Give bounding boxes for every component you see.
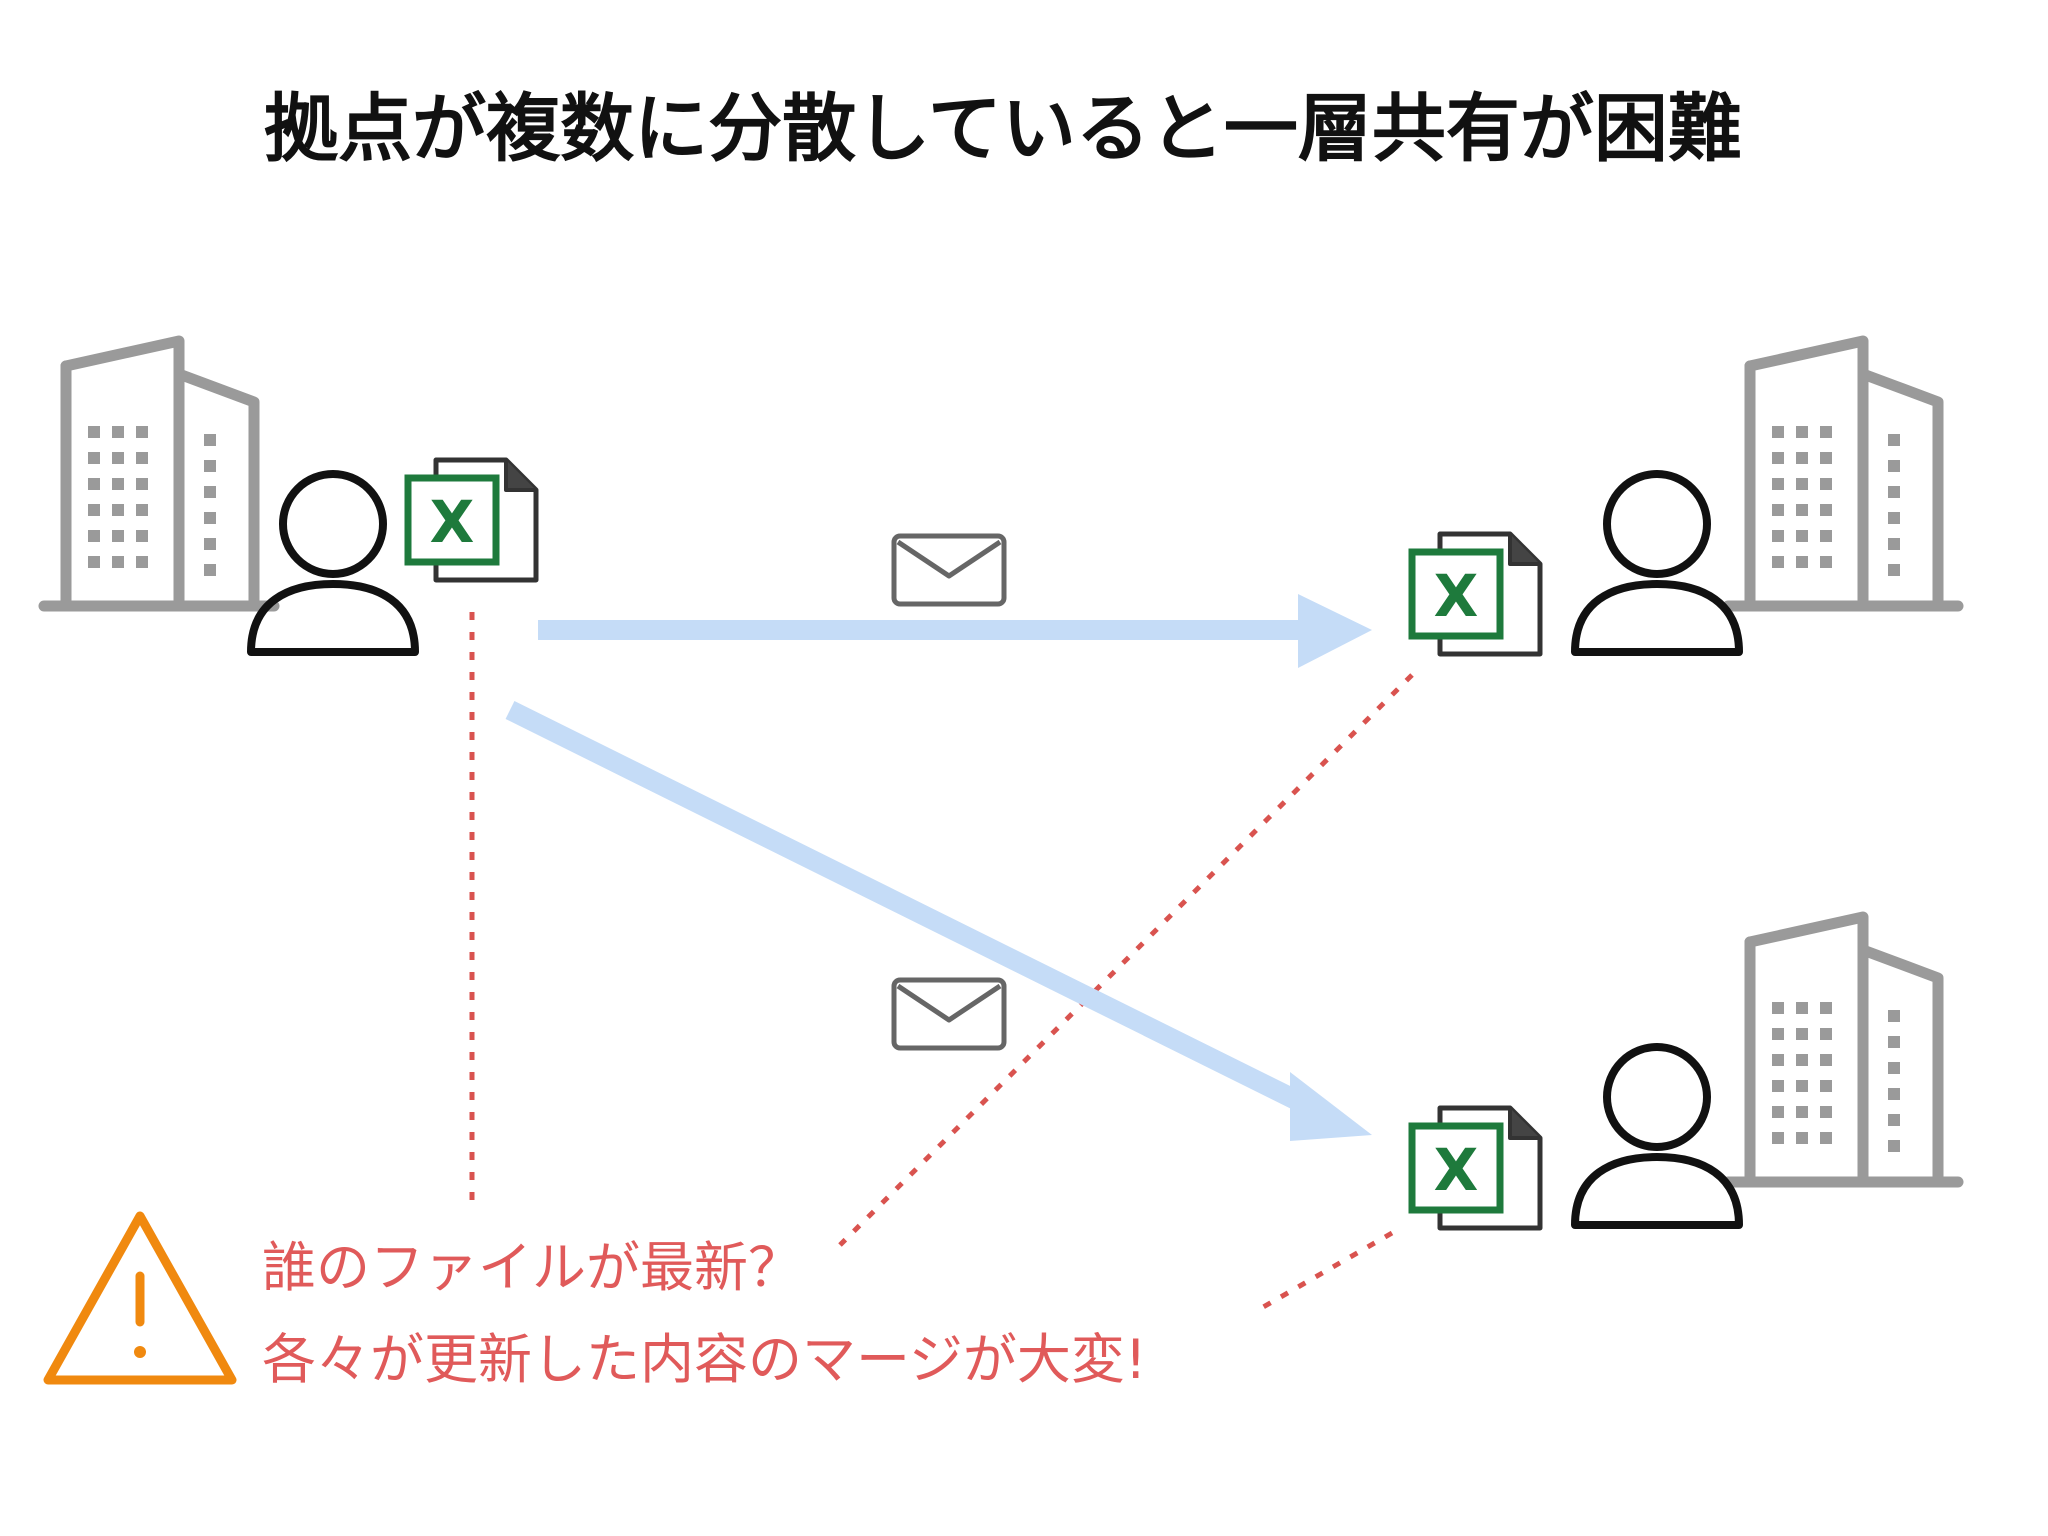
warning-text-line1: 誰のファイルが最新？ bbox=[262, 1236, 802, 1299]
page-title: 拠点が複数に分散していると一層共有が困難 bbox=[264, 86, 1742, 172]
person-icon-left bbox=[251, 474, 415, 652]
building-icon-right-top bbox=[1728, 341, 1958, 606]
excel-file-icon-left: X bbox=[408, 460, 536, 580]
excel-letter: X bbox=[1434, 1136, 1479, 1204]
mail-envelope-icon-bottom bbox=[894, 980, 1004, 1048]
excel-file-icon-right-top: X bbox=[1412, 534, 1540, 654]
excel-file-icon-right-bottom: X bbox=[1412, 1108, 1540, 1228]
excel-letter: X bbox=[1434, 562, 1479, 630]
warning-triangle-icon bbox=[43, 1211, 237, 1385]
arrow-to-top-right bbox=[538, 594, 1372, 668]
building-icon-right-bottom bbox=[1728, 917, 1958, 1182]
mail-envelope-icon-top bbox=[894, 536, 1004, 604]
excel-letter: X bbox=[430, 488, 475, 556]
building-icon-left bbox=[44, 341, 274, 606]
warning-text-line2: 各々が更新した内容のマージが大変! bbox=[262, 1328, 1147, 1391]
dotted-line-diagonal bbox=[838, 673, 1414, 1247]
person-icon-right-bottom bbox=[1575, 1047, 1739, 1225]
dotted-line-bottom bbox=[1256, 1230, 1394, 1313]
arrow-to-bottom-right bbox=[505, 701, 1372, 1141]
person-icon-right-top bbox=[1575, 474, 1739, 652]
